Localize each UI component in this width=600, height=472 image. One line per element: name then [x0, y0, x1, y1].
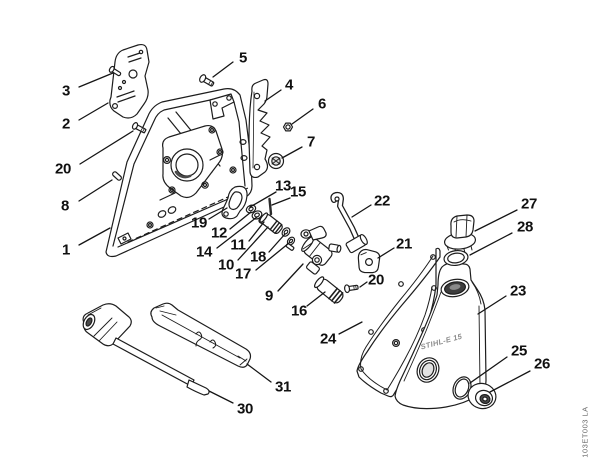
part-pump-gasket-19	[221, 185, 248, 220]
part-pump-piston-10	[259, 212, 283, 234]
callout-4: 4	[284, 76, 294, 94]
part-bumper-spike	[248, 78, 271, 179]
leader-5	[212, 61, 234, 78]
leader-15	[271, 197, 291, 206]
part-screw-5	[199, 74, 215, 87]
part-screw-3	[108, 65, 122, 77]
leader-lines	[78, 61, 531, 404]
callout-5: 5	[238, 49, 248, 67]
callout-6: 6	[317, 95, 327, 113]
leader-14	[216, 216, 258, 249]
callout-25: 25	[510, 342, 528, 360]
leader-2	[78, 102, 109, 121]
leader-22	[351, 204, 372, 218]
callout-9: 9	[264, 287, 274, 305]
leader-16	[306, 291, 326, 307]
leader-7	[281, 146, 303, 159]
leader-23	[477, 295, 507, 315]
drawing-code: 103ET003 LA	[580, 406, 590, 458]
callout-21: 21	[395, 235, 413, 253]
leader-19	[208, 207, 228, 220]
callout-18: 18	[249, 248, 267, 266]
part-nut-6	[282, 122, 294, 132]
housing-bosses	[146, 126, 237, 229]
callout-24: 24	[319, 330, 337, 348]
callout-3: 3	[61, 82, 71, 100]
part-cap-gasket-28	[443, 249, 469, 267]
leader-13	[249, 191, 277, 208]
leader-26	[489, 370, 531, 393]
part-pin-15	[268, 197, 273, 216]
callout-20-mid: 20	[367, 271, 385, 289]
callout-14: 14	[195, 243, 213, 261]
callout-20-left: 20	[54, 160, 72, 178]
callout-27: 27	[520, 195, 538, 213]
leader-24	[338, 321, 363, 335]
leader-31	[246, 363, 272, 383]
callout-16: 16	[290, 302, 308, 320]
part-fuel-tank-23: STIHL-E 15	[394, 262, 487, 410]
part-screw-20-left	[131, 122, 147, 134]
leader-6	[291, 108, 314, 125]
leader-4	[264, 89, 282, 102]
leader-8	[78, 179, 113, 202]
callout-12: 12	[210, 224, 228, 242]
leader-28	[469, 232, 513, 256]
callout-31: 31	[274, 378, 292, 396]
callout-8: 8	[60, 197, 70, 215]
leader-18	[268, 233, 286, 253]
part-spring-rod-22	[330, 191, 368, 254]
part-plunger-16	[313, 276, 344, 304]
leader-27	[474, 209, 518, 232]
part-washer-14	[251, 210, 263, 220]
callout-11: 11	[230, 236, 246, 254]
part-bushing-26	[467, 382, 497, 410]
callout-7: 7	[306, 133, 316, 151]
part-block-21	[357, 248, 381, 274]
part-baffle-plate	[109, 43, 150, 119]
callout-10: 10	[217, 256, 235, 274]
part-pin-8	[112, 171, 122, 181]
part-oil-pump-9	[300, 225, 342, 275]
callout-30: 30	[236, 400, 254, 418]
leader-10	[237, 226, 269, 261]
leader-12	[229, 211, 252, 230]
callout-19: 19	[190, 214, 208, 232]
callout-23: 23	[509, 282, 527, 300]
callout-17: 17	[234, 265, 252, 283]
callout-1: 1	[61, 241, 71, 259]
part-wrench-30	[82, 303, 210, 396]
callout-28: 28	[516, 218, 534, 236]
leader-30	[208, 390, 234, 404]
leader-25	[469, 356, 508, 384]
leader-1	[78, 227, 111, 246]
leader-21	[377, 247, 395, 259]
part-collar-screw-7	[267, 152, 285, 170]
leader-17	[255, 242, 290, 271]
leader-20-mid	[359, 281, 368, 288]
part-filler-cap-27	[443, 214, 477, 254]
leader-3	[78, 72, 114, 88]
leader-20-left	[79, 130, 134, 165]
part-screw-20-mid	[344, 284, 359, 294]
leader-9	[277, 263, 304, 292]
part-washer-12	[245, 204, 257, 214]
callout-15: 15	[289, 183, 307, 201]
part-tool-31	[150, 302, 252, 368]
callout-13: 13	[274, 177, 292, 195]
leader-11	[248, 221, 265, 242]
callout-22: 22	[373, 192, 391, 210]
callout-2: 2	[61, 115, 71, 133]
callout-26: 26	[533, 355, 551, 373]
